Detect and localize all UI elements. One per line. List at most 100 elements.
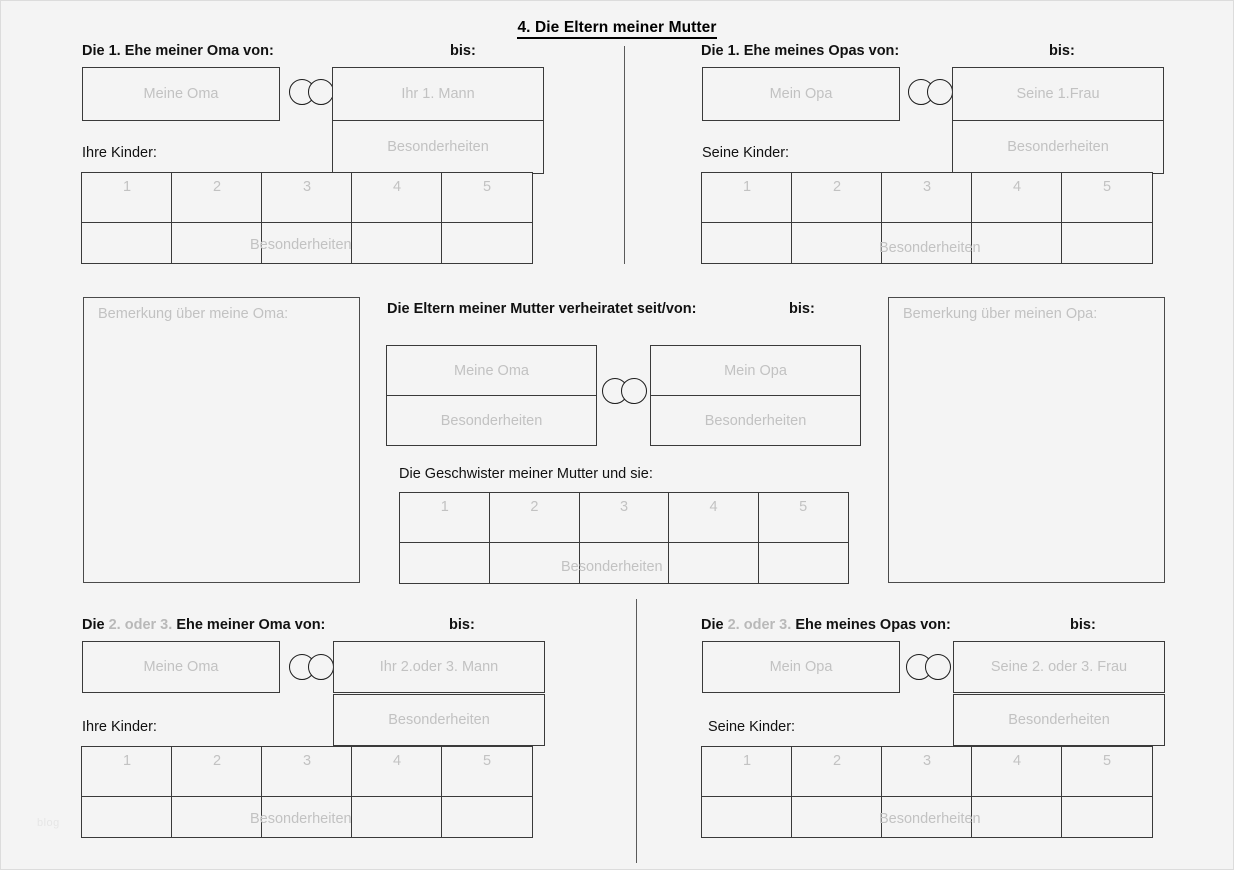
label-oma-ehe23-children: Ihre Kinder: (82, 719, 157, 735)
marriage-rings-icon-opa-ehe1 (908, 79, 953, 105)
table-cell-child-1[interactable]: 1 (81, 172, 173, 224)
table-cell-note-4[interactable] (351, 222, 443, 264)
table-cell-note-2[interactable] (791, 796, 883, 838)
table-cell-child-5[interactable]: 5 (441, 746, 533, 798)
ring-right-icon (925, 654, 951, 680)
heading-oma-ehe23-suffix: Ehe meiner Oma von: (176, 617, 326, 633)
page-title-text: 4. Die Eltern meiner Mutter (517, 19, 717, 39)
table-cell-child-3[interactable]: 3 (261, 746, 353, 798)
table-cell-child-2[interactable]: 2 (171, 172, 263, 224)
field-oma-ehe23-wife[interactable]: Meine Oma (82, 641, 280, 693)
textarea-bemerkung-opa[interactable]: Bemerkung über meinen Opa: (888, 297, 1165, 583)
table-cell-note-2[interactable] (171, 222, 263, 264)
heading-opa-ehe23-muted: 2. oder 3. (727, 617, 792, 633)
field-opa-ehe1-husband[interactable]: Mein Opa (702, 67, 900, 121)
table-cell-note-1[interactable] (399, 542, 491, 584)
field-oma-ehe23-husband[interactable]: Ihr 2.oder 3. Mann (333, 641, 545, 693)
table-cell-child-3[interactable]: 3 (881, 172, 973, 224)
table-cell-child-2[interactable]: 2 (791, 172, 883, 224)
table-cell-note-1[interactable] (701, 796, 793, 838)
table-cell-child-2[interactable]: 2 (171, 746, 263, 798)
table-cell-note-5[interactable] (441, 222, 533, 264)
marriage-rings-icon-oma-ehe1 (289, 79, 334, 105)
table-cell-note-2[interactable] (791, 222, 883, 264)
table-cell-note-4[interactable] (351, 796, 443, 838)
heading-opa-ehe23-prefix: Die (701, 617, 724, 633)
ring-right-icon (621, 378, 647, 404)
field-eltern-oma[interactable]: Meine Oma (386, 345, 597, 396)
table-cell-child-4[interactable]: 4 (971, 172, 1063, 224)
table-cell-note-2[interactable] (489, 542, 580, 584)
table-cell-note-1[interactable] (81, 796, 173, 838)
field-eltern-oma-notes[interactable]: Besonderheiten (386, 395, 597, 446)
marriage-rings-icon-opa-ehe23 (906, 654, 951, 680)
table-cell-child-1[interactable]: 1 (701, 746, 793, 798)
table-cell-sibling-5[interactable]: 5 (757, 492, 849, 544)
table-cell-note-5[interactable] (1061, 222, 1153, 264)
label-opa-ehe23-children: Seine Kinder: (708, 719, 796, 735)
textarea-bemerkung-oma[interactable]: Bemerkung über meine Oma: (83, 297, 360, 583)
table-cell-note-3[interactable] (261, 222, 353, 264)
ring-right-icon (308, 79, 334, 105)
table-cell-child-5[interactable]: 5 (1061, 172, 1153, 224)
table-cell-note-2[interactable] (171, 796, 263, 838)
table-cell-child-4[interactable]: 4 (971, 746, 1063, 798)
heading-opa-ehe23-suffix: Ehe meines Opas von: (795, 617, 951, 633)
table-oma-ehe23-children: 1 2 3 4 5 (81, 746, 533, 838)
table-oma-ehe1-children: 1 2 3 4 5 (81, 172, 533, 264)
table-cell-note-4[interactable] (668, 542, 759, 584)
table-cell-child-4[interactable]: 4 (351, 172, 443, 224)
heading-opa-ehe1: Die 1. Ehe meines Opas von: (701, 43, 900, 59)
table-cell-note-5[interactable] (1061, 796, 1153, 838)
table-cell-note-5[interactable] (757, 542, 849, 584)
table-cell-note-5[interactable] (441, 796, 533, 838)
field-oma-ehe1-husband-notes[interactable]: Besonderheiten (332, 120, 544, 174)
table-cell-note-3[interactable] (881, 796, 973, 838)
table-cell-child-5[interactable]: 5 (1061, 746, 1153, 798)
divider-top (624, 46, 625, 264)
table-cell-child-1[interactable]: 1 (81, 746, 173, 798)
label-geschwister-mutter: Die Geschwister meiner Mutter und sie: (399, 466, 653, 482)
table-cell-child-5[interactable]: 5 (441, 172, 533, 224)
field-opa-ehe1-wife[interactable]: Seine 1.Frau (952, 67, 1164, 121)
heading-oma-ehe23-prefix: Die (82, 617, 105, 633)
field-eltern-opa[interactable]: Mein Opa (650, 345, 861, 396)
table-cell-note-1[interactable] (701, 222, 793, 264)
heading-oma-ehe1: Die 1. Ehe meiner Oma von: (82, 43, 274, 59)
table-cell-sibling-3[interactable]: 3 (578, 492, 670, 544)
table-cell-child-4[interactable]: 4 (351, 746, 443, 798)
watermark: blog (37, 817, 60, 829)
ring-right-icon (308, 654, 334, 680)
field-opa-ehe23-wife[interactable]: Seine 2. oder 3. Frau (953, 641, 1165, 693)
field-oma-ehe1-wife[interactable]: Meine Oma (82, 67, 280, 121)
field-oma-ehe1-husband[interactable]: Ihr 1. Mann (332, 67, 544, 121)
table-cell-note-4[interactable] (971, 796, 1063, 838)
table-cell-sibling-1[interactable]: 1 (399, 492, 491, 544)
table-cell-child-2[interactable]: 2 (791, 746, 883, 798)
table-cell-note-3[interactable] (578, 542, 670, 584)
heading-oma-ehe23-muted: 2. oder 3. (108, 617, 173, 633)
field-opa-ehe23-wife-notes[interactable]: Besonderheiten (953, 694, 1165, 746)
table-opa-ehe23-children: 1 2 3 4 5 (701, 746, 1153, 838)
field-opa-ehe1-wife-notes[interactable]: Besonderheiten (952, 120, 1164, 174)
label-oma-ehe1-children: Ihre Kinder: (82, 145, 157, 161)
ring-left-icon (906, 654, 932, 680)
table-cell-child-3[interactable]: 3 (881, 746, 973, 798)
field-oma-ehe23-husband-notes[interactable]: Besonderheiten (333, 694, 545, 746)
table-cell-sibling-4[interactable]: 4 (668, 492, 759, 544)
table-opa-ehe1-children: 1 2 3 4 5 (701, 172, 1153, 264)
ring-left-icon (908, 79, 934, 105)
table-cell-note-3[interactable] (261, 796, 353, 838)
table-cell-note-4[interactable] (971, 222, 1063, 264)
field-eltern-opa-notes[interactable]: Besonderheiten (650, 395, 861, 446)
field-opa-ehe23-husband[interactable]: Mein Opa (702, 641, 900, 693)
table-geschwister-mutter: 1 2 3 4 5 (399, 492, 849, 584)
table-cell-child-3[interactable]: 3 (261, 172, 353, 224)
divider-bottom (636, 599, 637, 863)
table-cell-note-3[interactable] (881, 222, 973, 264)
heading-opa-ehe23: Die 2. oder 3. Ehe meines Opas von: (701, 617, 951, 633)
table-cell-note-1[interactable] (81, 222, 173, 264)
table-cell-child-1[interactable]: 1 (701, 172, 793, 224)
bis-label-opa-ehe23: bis: (1070, 617, 1096, 633)
table-cell-sibling-2[interactable]: 2 (489, 492, 580, 544)
